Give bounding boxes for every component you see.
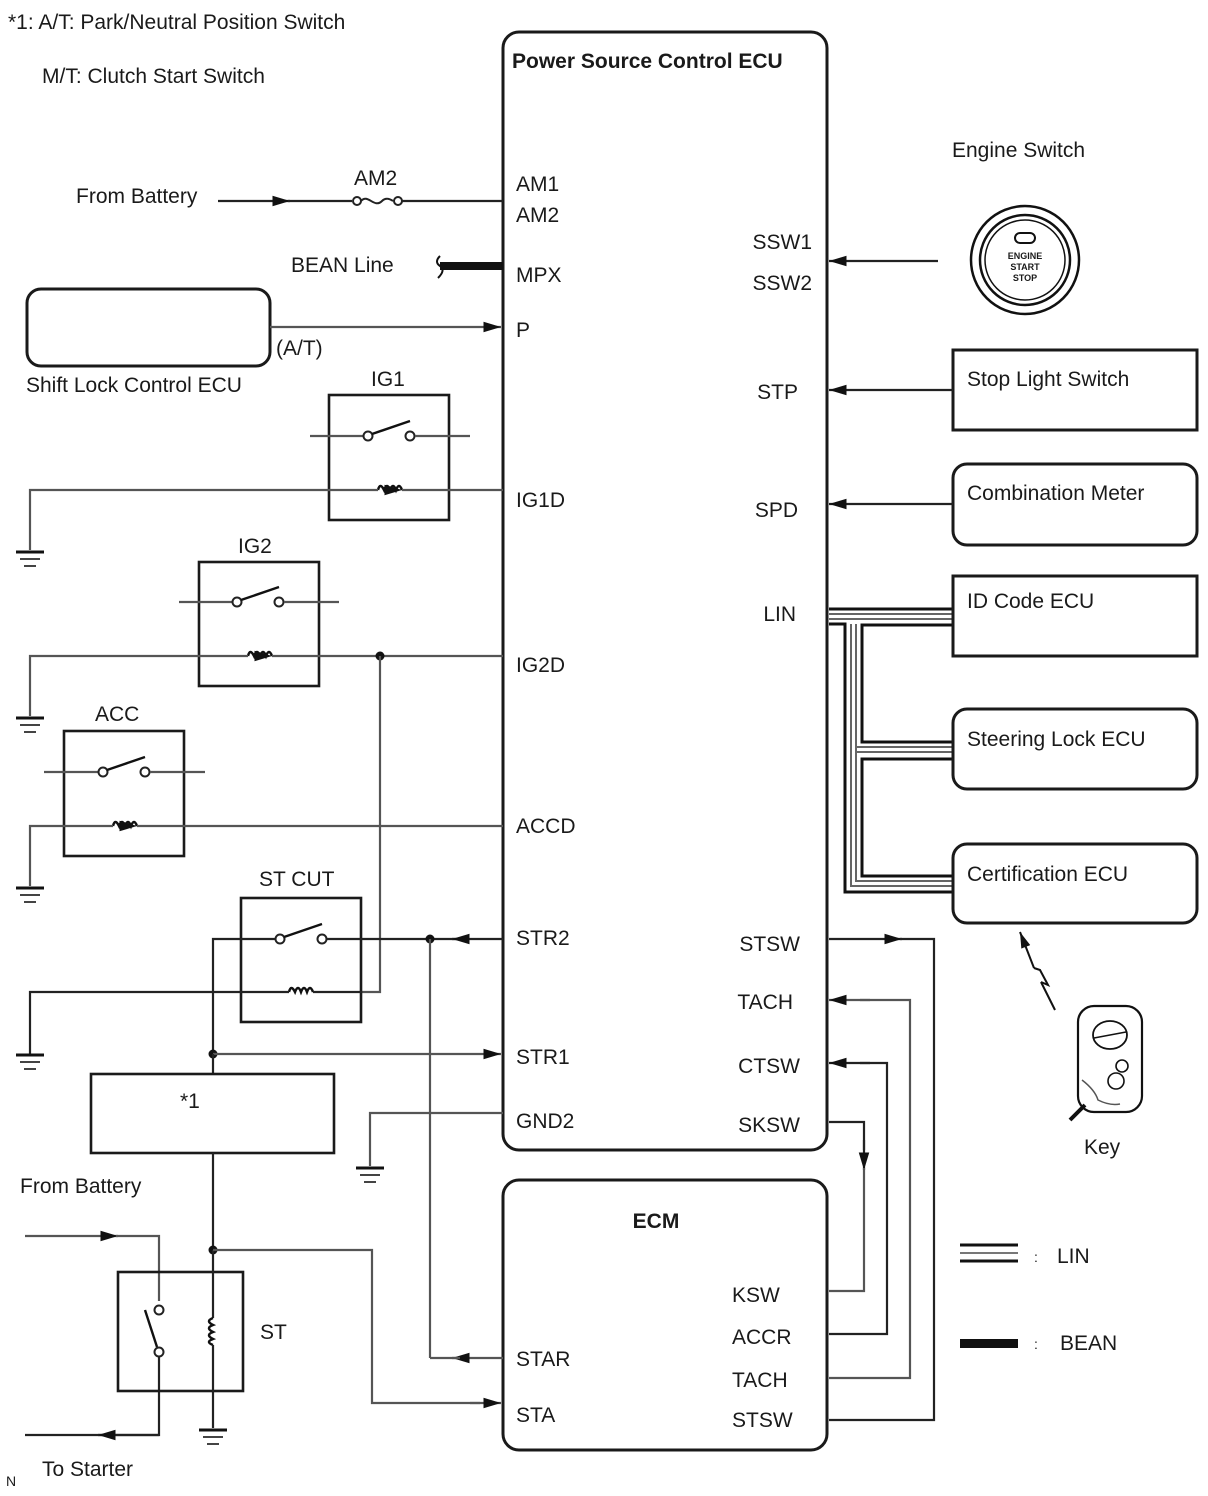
engine-switch-face-1: ENGINE: [1008, 251, 1043, 261]
key-label: Key: [1084, 1136, 1121, 1159]
ecm-pin-ksw: KSW: [732, 1284, 780, 1307]
pin-sksw: SKSW: [738, 1114, 800, 1137]
legend-separator: :: [1034, 1249, 1038, 1265]
stop-light-switch-label: Stop Light Switch: [967, 368, 1129, 391]
pin-str2: STR2: [516, 927, 570, 950]
certification-ecu: Certification ECU: [951, 842, 1199, 925]
ground-icon: [199, 1428, 227, 1445]
pin-spd: SPD: [755, 499, 798, 522]
certification-ecu-label: Certification ECU: [967, 863, 1128, 886]
coil-icon: [246, 650, 274, 660]
id-code-ecu: ID Code ECU: [951, 574, 1199, 658]
pin-str1: STR1: [516, 1046, 570, 1069]
pin-ig2d: IG2D: [516, 654, 565, 677]
acc-relay: ACC: [16, 703, 503, 903]
st-label: ST: [260, 1321, 287, 1344]
ig1-relay: IG1: [16, 368, 503, 567]
ecm-pin-tach: TACH: [732, 1369, 788, 1392]
fuse-icon: [352, 196, 403, 206]
ecm-pin-star: STAR: [516, 1348, 570, 1371]
gnd2-circuit: [356, 1111, 503, 1183]
combination-meter-label: Combination Meter: [967, 482, 1144, 505]
ecm: ECM STAR STA KSW ACCR TACH STSW: [501, 1178, 829, 1452]
shift-lock-control-ecu: Shift Lock Control ECU (A/T): [25, 287, 501, 397]
ecm-pin-stsw: STSW: [732, 1409, 793, 1432]
shift-lock-ecu-label: Shift Lock Control ECU: [26, 374, 242, 397]
pin-ig1d: IG1D: [516, 489, 565, 512]
pin-ssw2: SSW2: [752, 272, 812, 295]
ground-icon: [356, 1166, 384, 1183]
coil-icon: [111, 820, 139, 830]
to-starter-label: To Starter: [42, 1458, 133, 1481]
acc-label: ACC: [95, 703, 139, 726]
engine-switch-face-3: STOP: [1013, 273, 1037, 283]
corner-mark: N: [6, 1473, 16, 1489]
from-battery-top-label: From Battery: [76, 185, 198, 208]
bean-line-label: BEAN Line: [291, 254, 394, 277]
combination-meter: Combination Meter: [829, 462, 1199, 547]
note-line-1: *1: A/T: Park/Neutral Position Switch: [8, 11, 345, 34]
bean-line: BEAN Line: [291, 254, 503, 279]
pin-accd: ACCD: [516, 815, 576, 838]
pin-am1: AM1: [516, 173, 559, 196]
ig1-label: IG1: [371, 368, 405, 391]
am2-fuse-label: AM2: [354, 167, 397, 190]
legend-item-lin: : LIN: [960, 1243, 1090, 1268]
pin-ctsw: CTSW: [738, 1055, 800, 1078]
legend-separator: :: [1034, 1336, 1038, 1352]
str1-circuit: *1: [89, 1048, 501, 1250]
power-source-control-ecu: Power Source Control ECU AM1 AM2 MPX P I…: [501, 30, 829, 1152]
ground-icon: [16, 1053, 44, 1070]
legend-item-bean: : BEAN: [960, 1332, 1117, 1355]
pin-stsw: STSW: [739, 933, 800, 956]
ecm-pin-sta: STA: [516, 1404, 555, 1427]
engine-switch-face-2: START: [1010, 262, 1040, 272]
ground-icon: [16, 550, 44, 567]
stop-light-switch: Stop Light Switch: [829, 348, 1199, 432]
ig2-relay: IG2: [16, 535, 503, 994]
pin-stp: STP: [757, 381, 798, 404]
legend-bean-label: BEAN: [1060, 1332, 1117, 1355]
lin-bus: [829, 607, 953, 894]
at-note: (A/T): [276, 337, 323, 360]
star1-label: *1: [180, 1090, 200, 1113]
st-cut-relay: ST CUT: [16, 868, 503, 1364]
steering-lock-ecu: Steering Lock ECU: [951, 707, 1199, 791]
engine-switch: Engine Switch ENGINE START STOP: [829, 139, 1085, 316]
pin-mpx: MPX: [516, 264, 562, 287]
st-cut-label: ST CUT: [259, 868, 335, 891]
ground-icon: [16, 886, 44, 903]
coil-icon: [376, 484, 404, 494]
from-battery-bottom-label: From Battery: [20, 1175, 142, 1198]
id-code-ecu-label: ID Code ECU: [967, 590, 1094, 613]
ecm-title: ECM: [633, 1210, 680, 1233]
engine-start-stop-button-icon: ENGINE START STOP: [969, 204, 1081, 316]
coil-icon: [287, 986, 315, 996]
wireless-signal-icon: [1019, 931, 1056, 1011]
coil-icon: [207, 1316, 217, 1347]
key-fob: Key: [1019, 931, 1144, 1159]
psc-ecm-wiring: [829, 933, 936, 1422]
ground-icon: [16, 716, 44, 733]
park-neutral-switch-box: [89, 1072, 336, 1155]
note-line-2: M/T: Clutch Start Switch: [42, 65, 265, 88]
pin-lin: LIN: [763, 603, 796, 626]
pin-ssw1: SSW1: [752, 231, 812, 254]
power-source-ecu-title: Power Source Control ECU: [512, 50, 783, 73]
battery-am2-circuit: From Battery AM2: [76, 167, 503, 208]
pin-tach: TACH: [737, 991, 793, 1014]
pin-p: P: [516, 319, 530, 342]
steering-lock-ecu-label: Steering Lock ECU: [967, 728, 1146, 751]
pin-gnd2: GND2: [516, 1110, 574, 1133]
key-icon: [1068, 1004, 1144, 1122]
legend-lin-label: LIN: [1057, 1245, 1090, 1268]
legend: : LIN : BEAN: [960, 1243, 1117, 1355]
ecm-pin-accr: ACCR: [732, 1326, 792, 1349]
engine-switch-label: Engine Switch: [952, 139, 1085, 162]
ig2-label: IG2: [238, 535, 272, 558]
st-relay: From Battery ST To Starter N: [6, 1175, 501, 1489]
pin-am2: AM2: [516, 204, 559, 227]
